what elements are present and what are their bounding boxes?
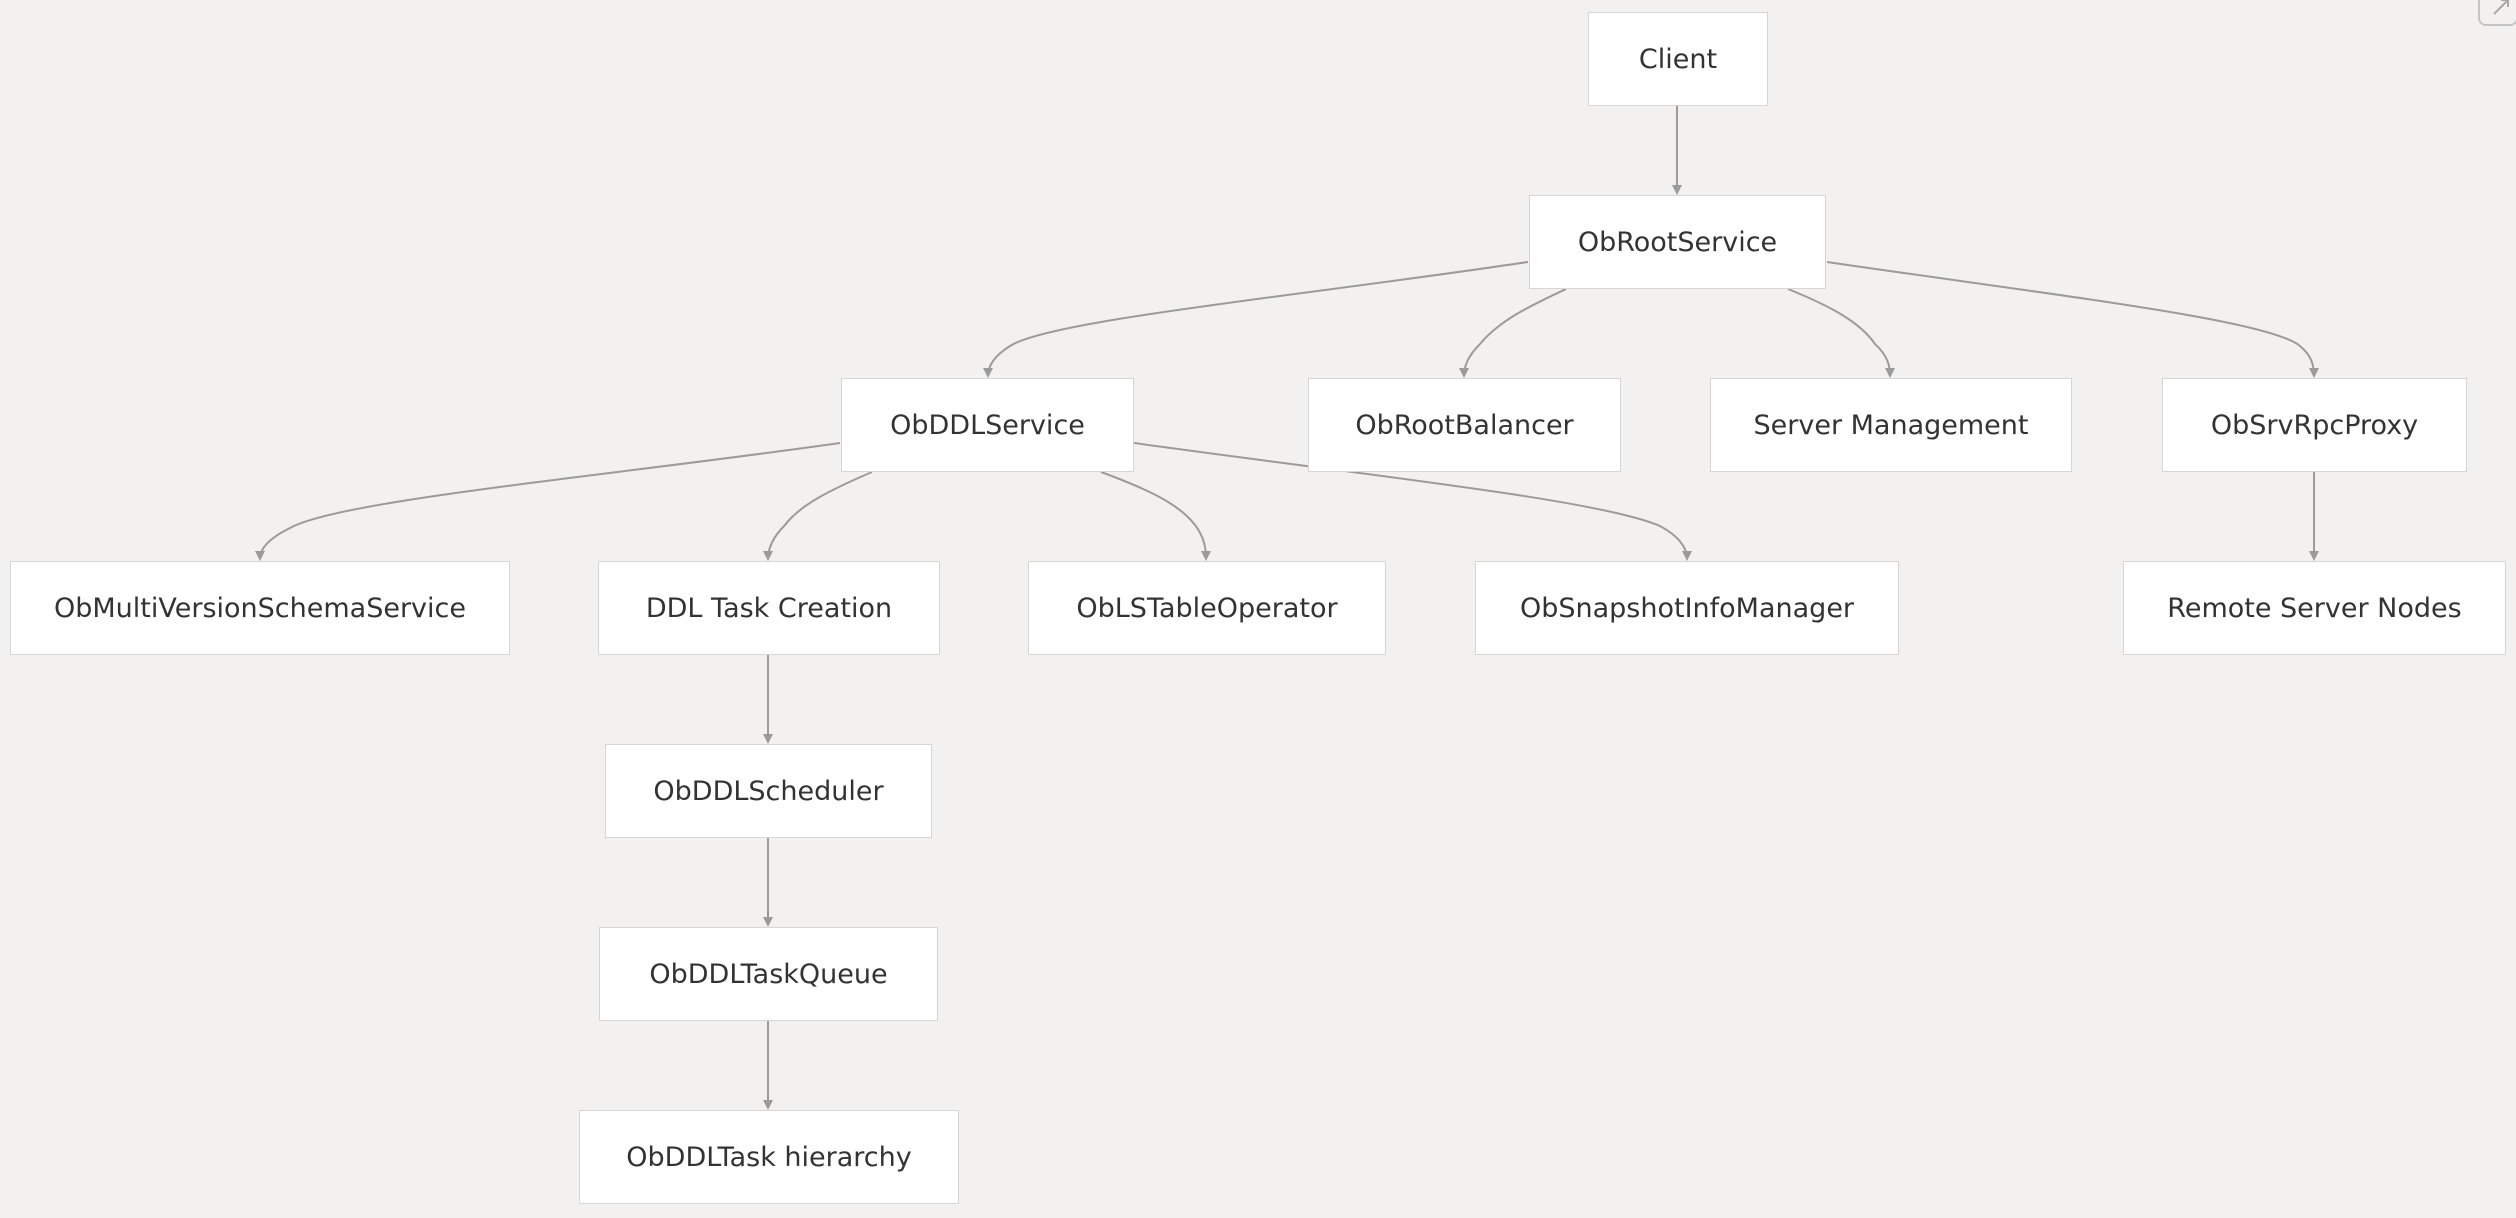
node-multi-version-schema-service[interactable]: ObMultiVersionSchemaService (10, 561, 510, 655)
edge-root-service-to-root-balancer (1459, 288, 1567, 378)
expand-icon (2493, 0, 2509, 15)
expand-button[interactable] (2478, 0, 2516, 26)
edge-root-service-to-srv-rpc-proxy (1826, 261, 2319, 378)
node-remote-server-nodes[interactable]: Remote Server Nodes (2123, 561, 2506, 655)
node-ddl-task-creation[interactable]: DDL Task Creation (598, 561, 940, 655)
edge-ddl-service-to-multi-version-schema-service (255, 442, 841, 561)
node-server-management[interactable]: Server Management (1710, 378, 2072, 472)
edge-ddl-service-to-ddl-task-creation (763, 471, 873, 561)
node-client[interactable]: Client (1588, 12, 1768, 106)
node-snapshot-info-manager[interactable]: ObSnapshotInfoManager (1475, 561, 1899, 655)
node-srv-rpc-proxy[interactable]: ObSrvRpcProxy (2162, 378, 2467, 472)
edge-root-service-to-server-management (1787, 288, 1895, 378)
node-ls-table-operator[interactable]: ObLSTableOperator (1028, 561, 1386, 655)
edge-root-service-to-ddl-service (983, 261, 1529, 378)
node-ddl-scheduler[interactable]: ObDDLScheduler (605, 744, 932, 838)
node-ddl-task-hierarchy[interactable]: ObDDLTask hierarchy (579, 1110, 959, 1204)
edge-ddl-service-to-ls-table-operator (1100, 471, 1211, 561)
node-ddl-service[interactable]: ObDDLService (841, 378, 1134, 472)
edge-ddl-service-to-snapshot-info-manager (1133, 442, 1692, 561)
node-root-balancer[interactable]: ObRootBalancer (1308, 378, 1621, 472)
node-root-service[interactable]: ObRootService (1529, 195, 1826, 289)
node-ddl-task-queue[interactable]: ObDDLTaskQueue (599, 927, 938, 1021)
